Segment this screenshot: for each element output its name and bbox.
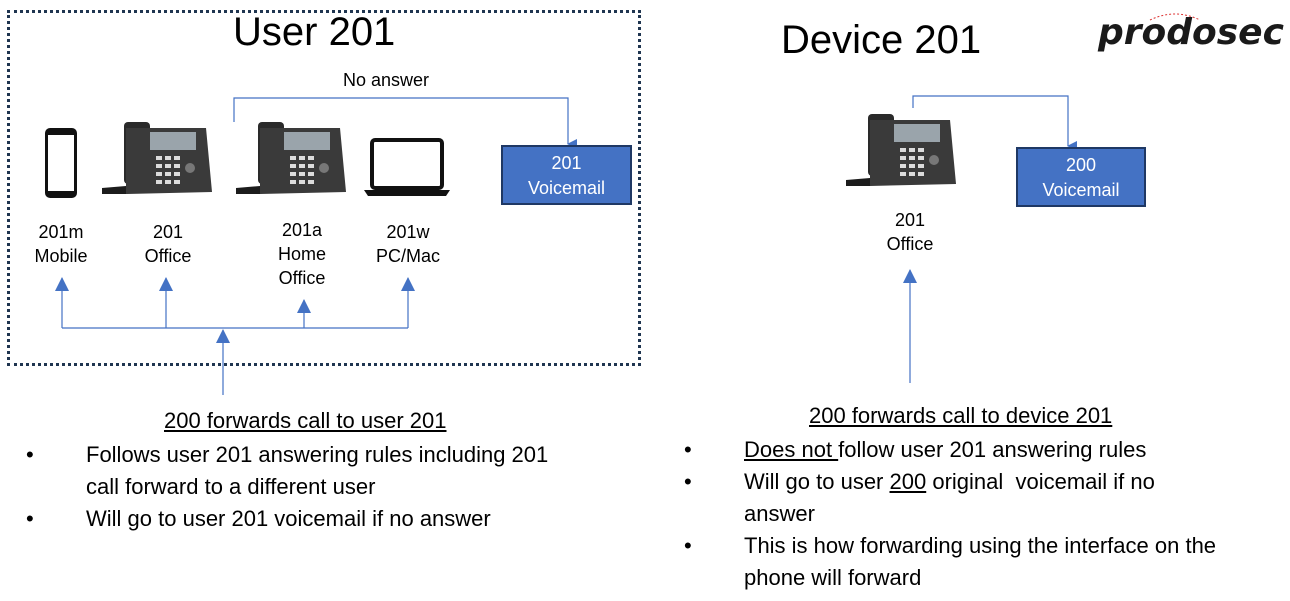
no-answer-connector (233, 97, 577, 149)
voicemail-label: Voicemail (1042, 180, 1120, 200)
left-notes-list: • Follows user 201 answering rules inclu… (26, 439, 626, 535)
user-200-voicemail-box: 200 Voicemail (1016, 147, 1146, 207)
mobile-phone-icon (45, 128, 77, 198)
user-201-group-box (7, 10, 641, 366)
right-notes-list: • Does not follow user 201 answering rul… (684, 434, 1284, 594)
user-201-voicemail-box: 201 Voicemail (501, 145, 632, 205)
device-label-office: 201 Office (886, 210, 934, 254)
voicemail-label: Voicemail (527, 178, 606, 198)
device-no-answer-connector (912, 95, 1077, 151)
list-item: • Follows user 201 answering rules inclu… (26, 442, 549, 499)
voicemail-number: 201 (551, 153, 582, 173)
device-label-pc: 201w PC/Mac (375, 222, 440, 266)
right-notes-heading: 200 forwards call to device 201 (809, 403, 1113, 428)
left-notes-heading: 200 forwards call to user 201 (164, 408, 447, 433)
user-panel-title: User 201 (233, 10, 396, 54)
list-item: • Will go to user 201 voicemail if no an… (26, 506, 491, 531)
device-label-office: 201 Office (144, 222, 192, 266)
list-item: • Does not follow user 201 answering rul… (684, 437, 1147, 462)
voicemail-number: 200 (1065, 155, 1097, 175)
list-item: • Will go to user 200 original voicemail… (684, 469, 1155, 526)
list-item: • This is how forwarding using the inter… (684, 533, 1217, 590)
no-answer-label: No answer (343, 70, 430, 90)
device-label-home-office: 201a Home Office (277, 220, 326, 288)
desk-phone-icon (236, 122, 346, 194)
laptop-icon (364, 138, 450, 196)
desk-phone-icon (846, 114, 956, 186)
device-label-mobile: 201m Mobile (34, 222, 88, 266)
device-panel-title: Device 201 (781, 18, 982, 62)
desk-phone-icon (102, 122, 212, 194)
